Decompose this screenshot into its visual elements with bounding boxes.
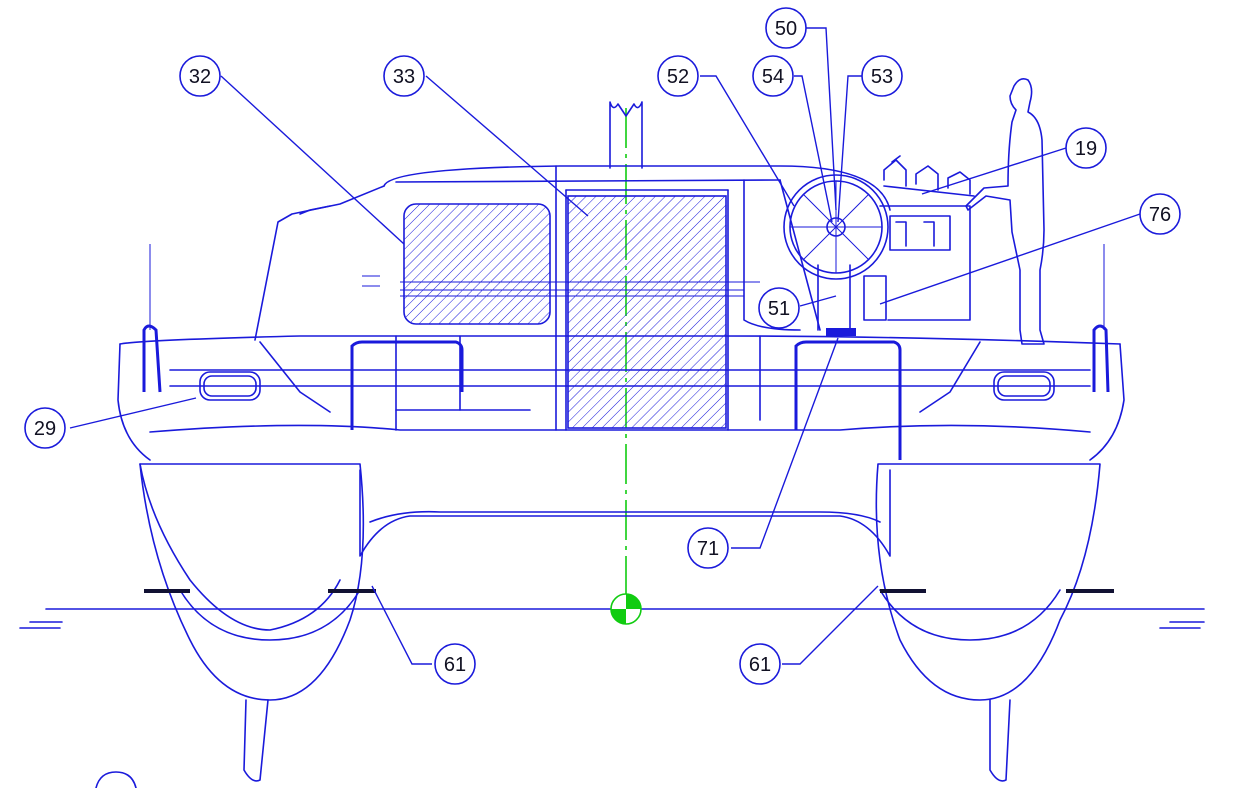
leader-lines [69,27,1141,665]
callout-61-starboard: 61 [739,643,781,685]
callout-76: 76 [1139,193,1181,235]
callout-32: 32 [179,55,221,97]
callout-19: 19 [1065,127,1107,169]
callout-label: 61 [749,654,771,676]
deck [117,335,1125,461]
callout-label: 53 [871,66,893,88]
callout-61-port: 61 [434,643,476,685]
callout-52: 52 [657,55,699,97]
portholes [199,371,1055,401]
callout-54: 54 [752,55,794,97]
callout-29: 29 [24,407,66,449]
callout-label: 50 [775,18,797,40]
mast [609,101,643,169]
saloon-door [567,195,727,429]
callout-71: 71 [687,527,729,569]
callout-51: 51 [758,287,800,329]
callout-label: 71 [697,538,719,560]
person-figure [965,78,1045,345]
callout-label: 54 [762,66,784,88]
bridgedeck [359,469,891,557]
center-of-gravity-symbol [610,593,642,625]
callout-label: 76 [1149,204,1171,226]
helm-station [783,174,971,336]
callout-label: 29 [34,418,56,440]
side-window [403,203,551,325]
port-keel [243,699,269,782]
callout-label: 52 [667,66,689,88]
callout-label: 61 [444,654,466,676]
callout-label: 51 [768,298,790,320]
helm-footrest [826,328,856,336]
callout-33: 33 [383,55,425,97]
callout-50: 50 [765,7,807,49]
starboard-hull [875,463,1101,701]
winches [883,155,975,197]
callout-label: 33 [393,66,415,88]
callout-label: 32 [189,66,211,88]
port-hull [139,463,365,701]
callout-53: 53 [861,55,903,97]
callout-label: 19 [1075,138,1097,160]
guard-rails [142,244,1110,460]
partial-callout-circle [95,771,137,788]
starboard-keel [989,699,1011,782]
